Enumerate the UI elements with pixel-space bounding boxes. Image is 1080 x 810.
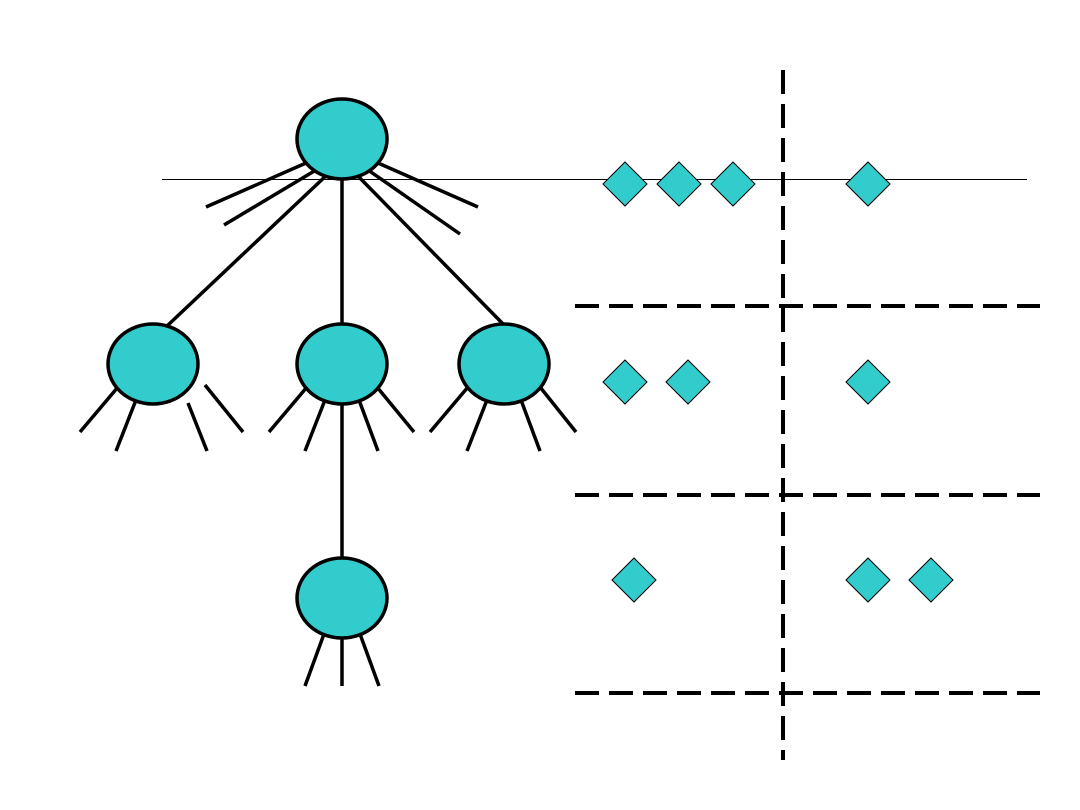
grid-items	[602, 161, 954, 603]
stub-line	[303, 633, 326, 687]
stub-line	[114, 399, 138, 452]
stub-line	[367, 168, 461, 236]
diamond-icon	[845, 359, 891, 405]
diamond-icon	[908, 557, 954, 603]
stub-line	[465, 399, 489, 452]
stub-line	[78, 385, 120, 434]
branch-stubs	[78, 161, 578, 687]
stub-line	[205, 161, 307, 209]
stub-line	[375, 385, 416, 434]
stub-line	[223, 168, 317, 227]
diamond-icon	[602, 161, 648, 207]
diamond-icon	[845, 161, 891, 207]
stub-line	[357, 399, 380, 452]
stub-line	[519, 399, 542, 452]
diamond-icon	[845, 557, 891, 603]
grid-lines	[575, 70, 1040, 760]
tree-nodes	[106, 97, 551, 640]
stub-line	[203, 383, 245, 434]
tree-node-grandchild	[295, 556, 389, 640]
stub-line	[377, 161, 479, 209]
diamond-icon	[665, 359, 711, 405]
diamond-icon	[656, 161, 702, 207]
diamond-icon	[602, 359, 648, 405]
edge-root-child-left	[165, 170, 332, 328]
stub-line	[538, 385, 578, 434]
tree-node-child-right	[457, 322, 551, 406]
stub-line	[428, 385, 470, 434]
stub-line	[303, 399, 327, 452]
tree-node-child-middle	[295, 322, 389, 406]
tree-edges	[165, 170, 507, 559]
stub-line	[358, 633, 381, 687]
diamond-icon	[710, 161, 756, 207]
tree-node-child-left	[106, 322, 200, 406]
stub-line	[186, 402, 209, 452]
edge-root-child-right	[352, 170, 507, 328]
diamond-icon	[611, 557, 657, 603]
tree-node-root	[295, 97, 389, 181]
stub-line	[267, 385, 309, 434]
